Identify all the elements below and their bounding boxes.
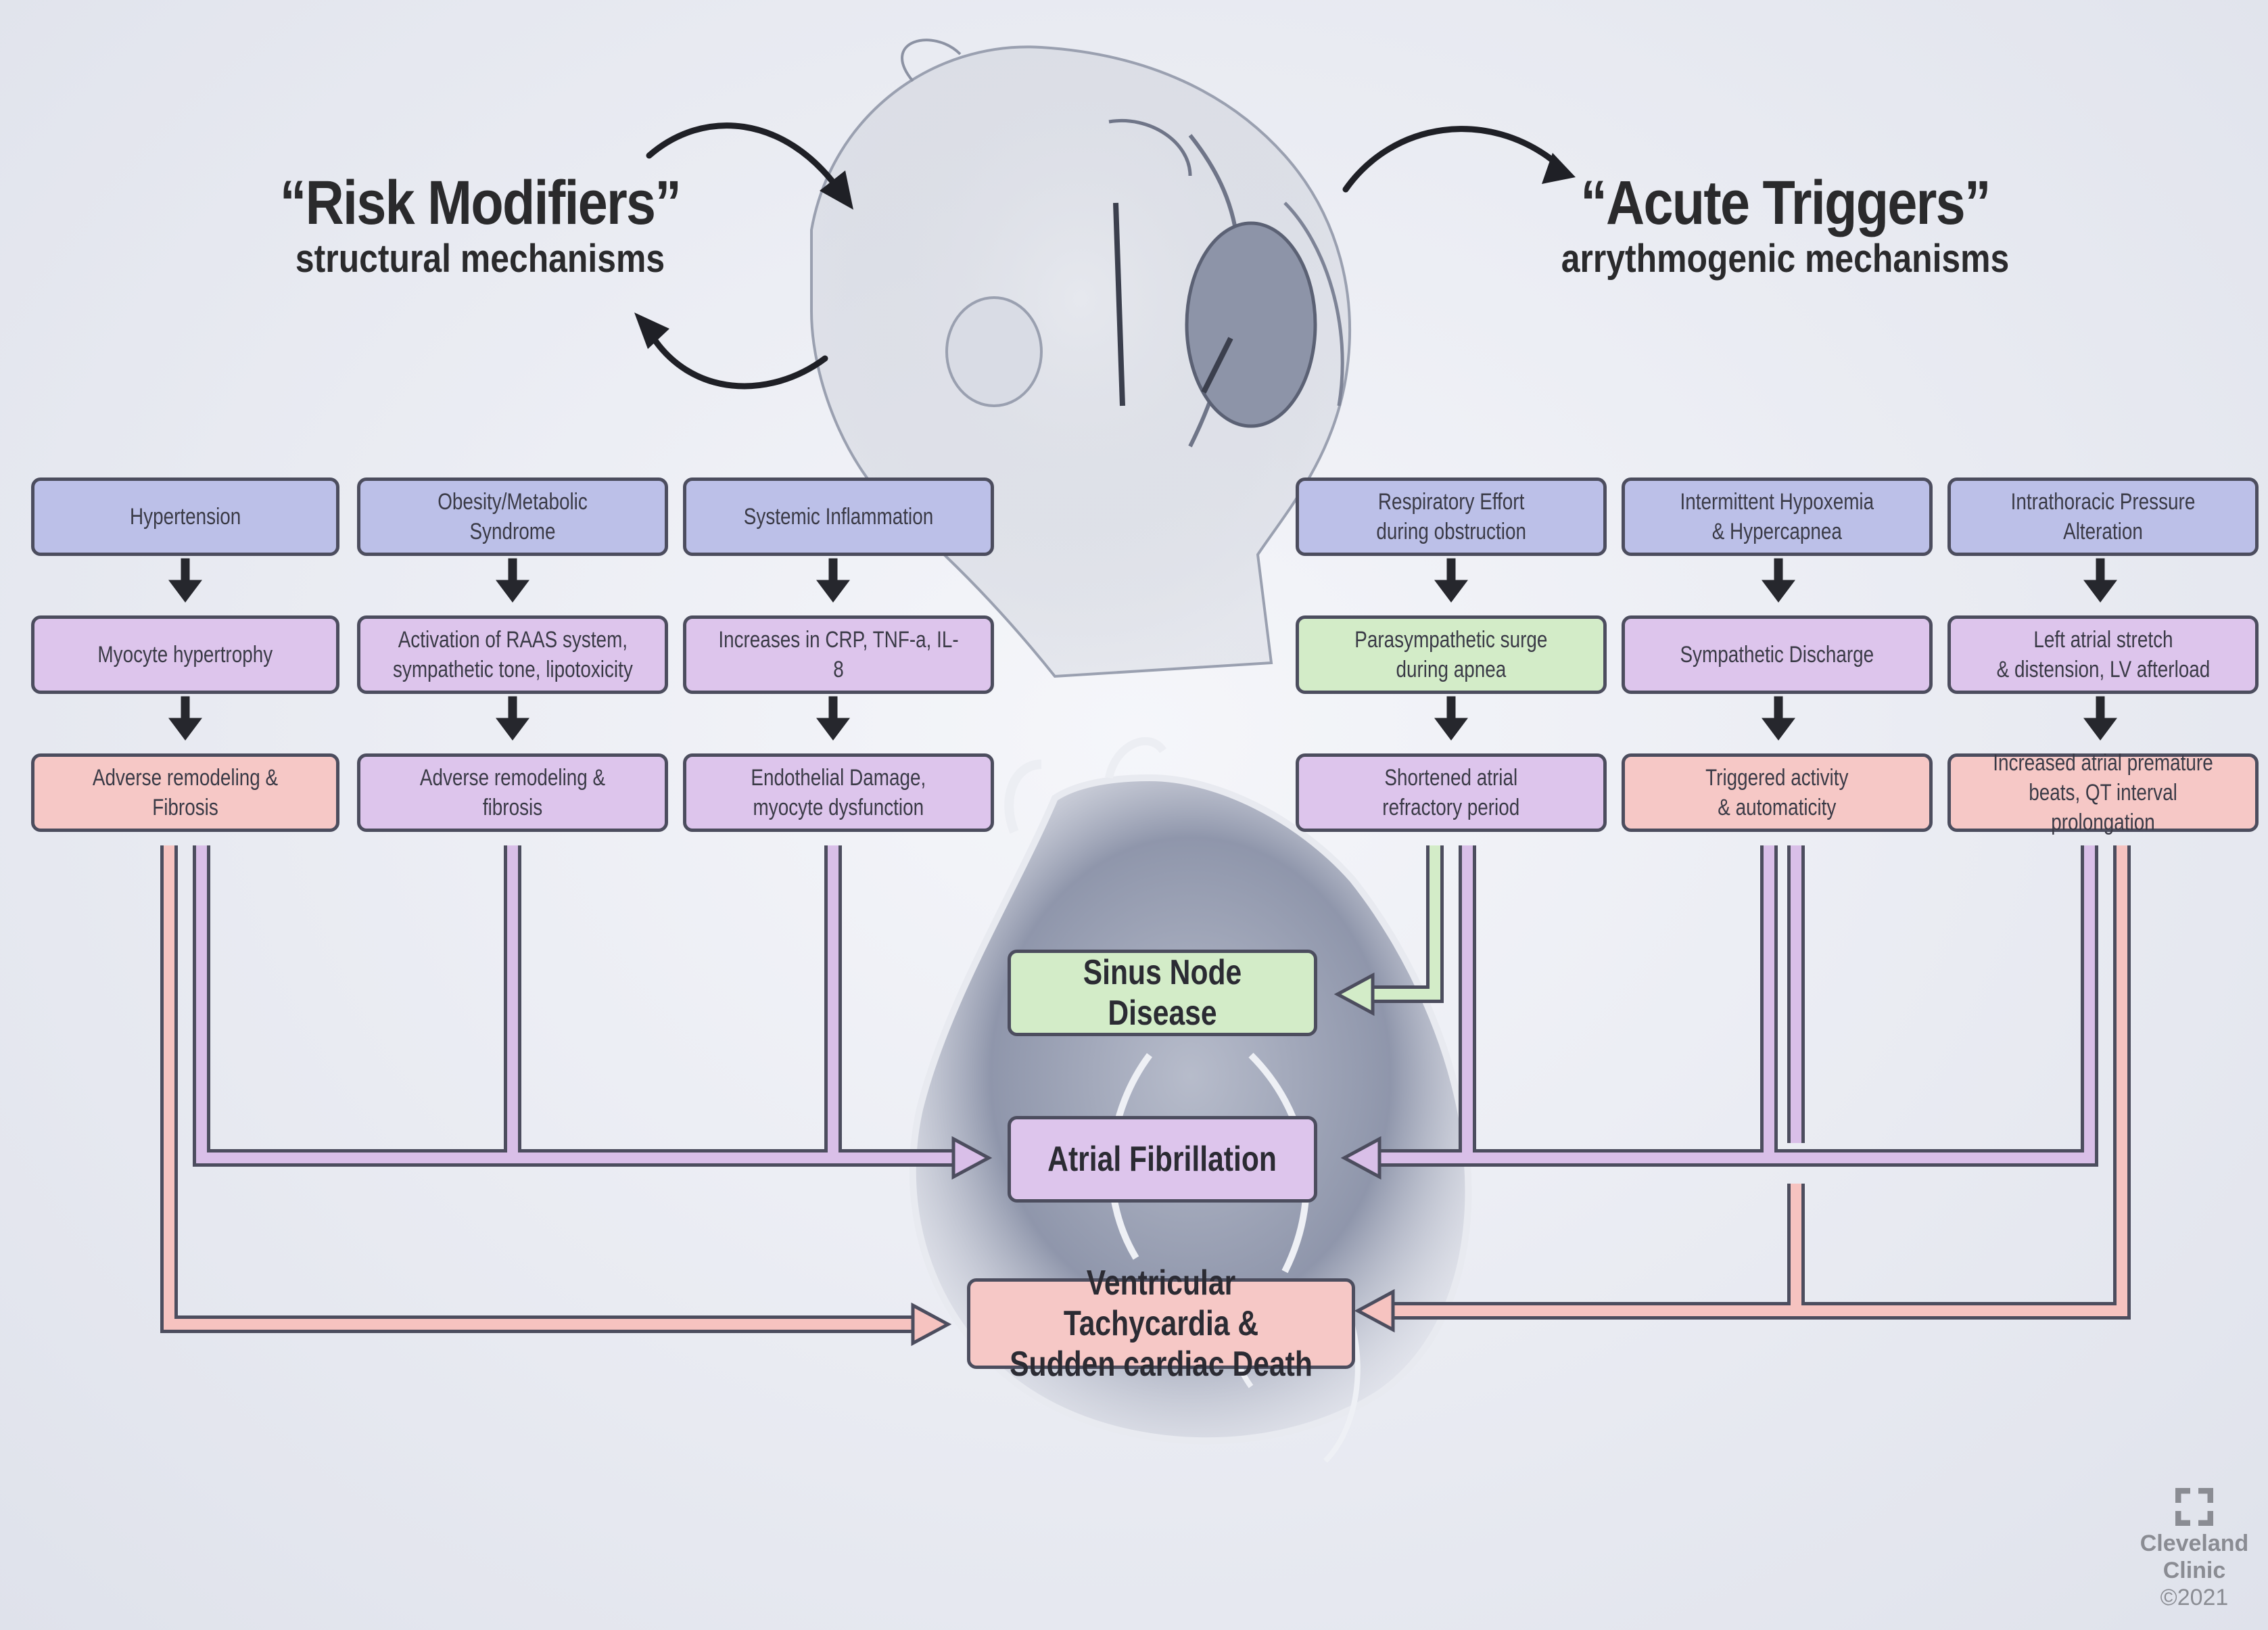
risk-modifiers-title: “Risk Modifiers” (279, 168, 682, 237)
refractory-label: Shortened atrial refractory period (1382, 765, 1520, 820)
obesity-label: Obesity/Metabolic Syndrome (438, 489, 588, 544)
vt-scd-box: Ventricular Tachycardia & Sudden cardiac… (967, 1263, 1355, 1384)
down-arrow (1762, 696, 1795, 741)
down-arrows (168, 558, 2117, 741)
logo-name-line2: Clinic (2163, 1558, 2226, 1583)
hypoxemia-box: Intermittent Hypoxemia & Hypercapnea (1622, 478, 1933, 556)
sympathetic-label: Sympathetic Discharge (1680, 642, 1874, 668)
arrowhead-vt-right (1354, 1288, 1395, 1333)
crp-box: Increases in CRP, TNF-a, IL-8 (683, 615, 994, 694)
atrial-fibrillation-label: Atrial Fibrillation (1047, 1140, 1277, 1179)
endothelial-label: Endothelial Damage, myocyte dysfunction (751, 765, 926, 820)
remodeling-fibrosis-box-1: Adverse remodeling & Fibrosis (31, 753, 339, 832)
logo-name-line1: Cleveland (2140, 1531, 2249, 1556)
sinus-node-disease-box: Sinus Node Disease (1008, 950, 1317, 1036)
atrial-stretch-label: Left atrial stretch & distension, LV aft… (1996, 627, 2210, 682)
arrowhead-vt-left (911, 1302, 952, 1347)
crp-label: Increases in CRP, TNF-a, IL-8 (718, 627, 959, 682)
vt-scd-label: Ventricular Tachycardia & Sudden cardiac… (1010, 1263, 1313, 1384)
down-arrow (1434, 696, 1468, 741)
acute-triggers-subtitle: arrythmogenic mechanisms (1561, 237, 2010, 281)
parasympathetic-box: Parasympathetic surge during apnea (1296, 615, 1607, 694)
parasympathetic-label: Parasympathetic surge during apnea (1354, 627, 1548, 682)
arrowhead-sinus (1333, 972, 1375, 1017)
remodeling-fibrosis-label-2: Adverse remodeling & fibrosis (419, 765, 606, 820)
down-arrow (816, 696, 850, 741)
intrathoracic-label: Intrathoracic Pressure Alteration (2010, 489, 2196, 544)
down-arrow (496, 696, 529, 741)
raas-label: Activation of RAAS system, sympathetic t… (392, 627, 633, 682)
myocyte-hypertrophy-label: Myocyte hypertrophy (97, 642, 273, 668)
cleveland-clinic-mark-icon (2175, 1487, 2214, 1527)
endothelial-box: Endothelial Damage, myocyte dysfunction (683, 753, 994, 832)
refractory-box: Shortened atrial refractory period (1296, 753, 1607, 832)
sleeping-head-illustration (810, 39, 1351, 678)
outcome-arrowheads (911, 972, 1395, 1347)
cleveland-clinic-logo: Cleveland Clinic ©2021 (2130, 1487, 2259, 1611)
hypertension-label: Hypertension (129, 504, 241, 530)
respiratory-effort-box: Respiratory Effort during obstruction (1296, 478, 1607, 556)
atrial-fibrillation-box: Atrial Fibrillation (1008, 1116, 1317, 1203)
risk-modifiers-heading: “Risk Modifiers” structural mechanisms (223, 169, 737, 281)
triggered-box: Triggered activity & automaticity (1622, 753, 1933, 832)
inflammation-label: Systemic Inflammation (743, 504, 934, 530)
down-arrow (168, 696, 202, 741)
green-connector (1373, 845, 1444, 1003)
remodeling-fibrosis-label-1: Adverse remodeling & Fibrosis (92, 765, 279, 820)
cycle-arrowheads (634, 153, 1576, 349)
raas-box: Activation of RAAS system, sympathetic t… (357, 615, 668, 694)
sympathetic-box: Sympathetic Discharge (1622, 615, 1933, 694)
remodeling-fibrosis-box-2: Adverse remodeling & fibrosis (357, 753, 668, 832)
down-arrow (1762, 558, 1795, 603)
pink-connectors (160, 845, 2131, 1333)
inflammation-box: Systemic Inflammation (683, 478, 994, 556)
arrowhead-af-right (1340, 1136, 1381, 1180)
down-arrow (1434, 558, 1468, 603)
logo-copyright: ©2021 (2160, 1585, 2229, 1610)
down-arrow (816, 558, 850, 603)
atrial-stretch-box: Left atrial stretch & distension, LV aft… (1947, 615, 2259, 694)
intrathoracic-box: Intrathoracic Pressure Alteration (1947, 478, 2259, 556)
arrowhead-af-left (951, 1136, 993, 1180)
hypoxemia-label: Intermittent Hypoxemia & Hypercapnea (1680, 489, 1874, 544)
cycle-arrows (646, 122, 1559, 390)
down-arrow (2083, 696, 2117, 741)
premature-beats-box: Increased atrial premature beats, QT int… (1947, 750, 2259, 835)
sinus-node-disease-label: Sinus Node Disease (1083, 953, 1242, 1033)
risk-modifiers-subtitle: structural mechanisms (295, 237, 665, 281)
down-arrow (168, 558, 202, 603)
purple-connectors (193, 845, 2098, 1167)
acute-triggers-heading: “Acute Triggers” arrythmogenic mechanism… (1515, 169, 2056, 281)
down-arrow (496, 558, 529, 603)
down-arrow (2083, 558, 2117, 603)
myocyte-hypertrophy-box: Myocyte hypertrophy (31, 615, 339, 694)
triggered-label: Triggered activity & automaticity (1705, 765, 1849, 820)
hypertension-box: Hypertension (31, 478, 339, 556)
obesity-box: Obesity/Metabolic Syndrome (357, 478, 668, 556)
premature-beats-label: Increased atrial premature beats, QT int… (1993, 750, 2213, 835)
acute-triggers-title: “Acute Triggers” (1580, 168, 1991, 237)
respiratory-effort-label: Respiratory Effort during obstruction (1376, 489, 1526, 544)
